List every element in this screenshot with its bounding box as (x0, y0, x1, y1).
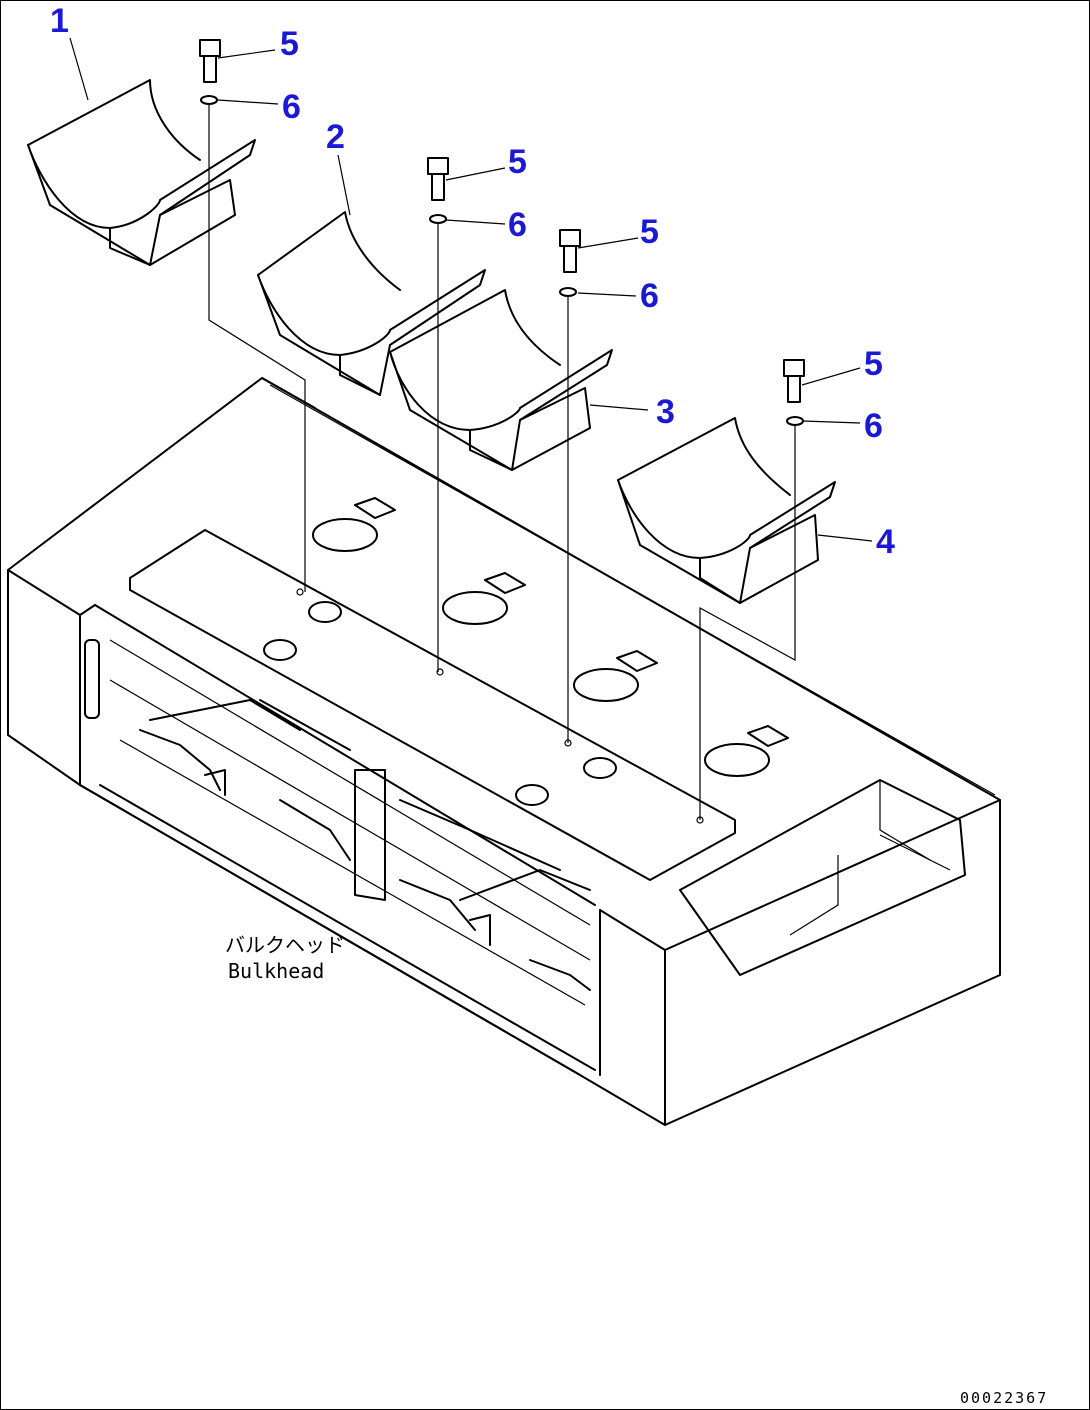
washer-1 (200, 95, 218, 105)
bulkhead-label-jp: バルクヘッド (225, 933, 345, 957)
drawing-code: 00022367 (960, 1389, 1048, 1407)
callout-washer-a: 6 (282, 88, 301, 126)
assembly-lines (208, 104, 796, 820)
washer-4 (786, 416, 804, 426)
callout-bolt-a: 5 (280, 25, 299, 63)
callout-washer-b: 6 (508, 206, 527, 244)
saddle-part-1 (27, 79, 256, 266)
saddle-part-3 (389, 289, 613, 471)
callout-bolt-d: 5 (864, 345, 883, 383)
callout-part-1: 1 (50, 2, 69, 40)
callout-part-2: 2 (326, 118, 345, 156)
washer-2 (429, 214, 447, 224)
callout-part-4: 4 (876, 523, 895, 561)
callout-washer-d: 6 (864, 407, 883, 445)
leader-lines (69, 37, 873, 542)
washer-3 (559, 287, 577, 297)
bolt-4 (783, 359, 805, 403)
callout-bolt-b: 5 (508, 143, 527, 181)
bolt-3 (559, 229, 581, 273)
callout-part-3: 3 (656, 393, 675, 431)
saddle-part-2 (257, 211, 486, 396)
callout-washer-c: 6 (640, 277, 659, 315)
callout-bolt-c: 5 (640, 213, 659, 251)
bolt-1 (199, 39, 221, 83)
bolt-2 (427, 157, 449, 201)
bulkhead-label-en: Bulkhead (228, 959, 324, 983)
saddle-part-4 (617, 417, 836, 604)
base-frame (7, 377, 1001, 1126)
